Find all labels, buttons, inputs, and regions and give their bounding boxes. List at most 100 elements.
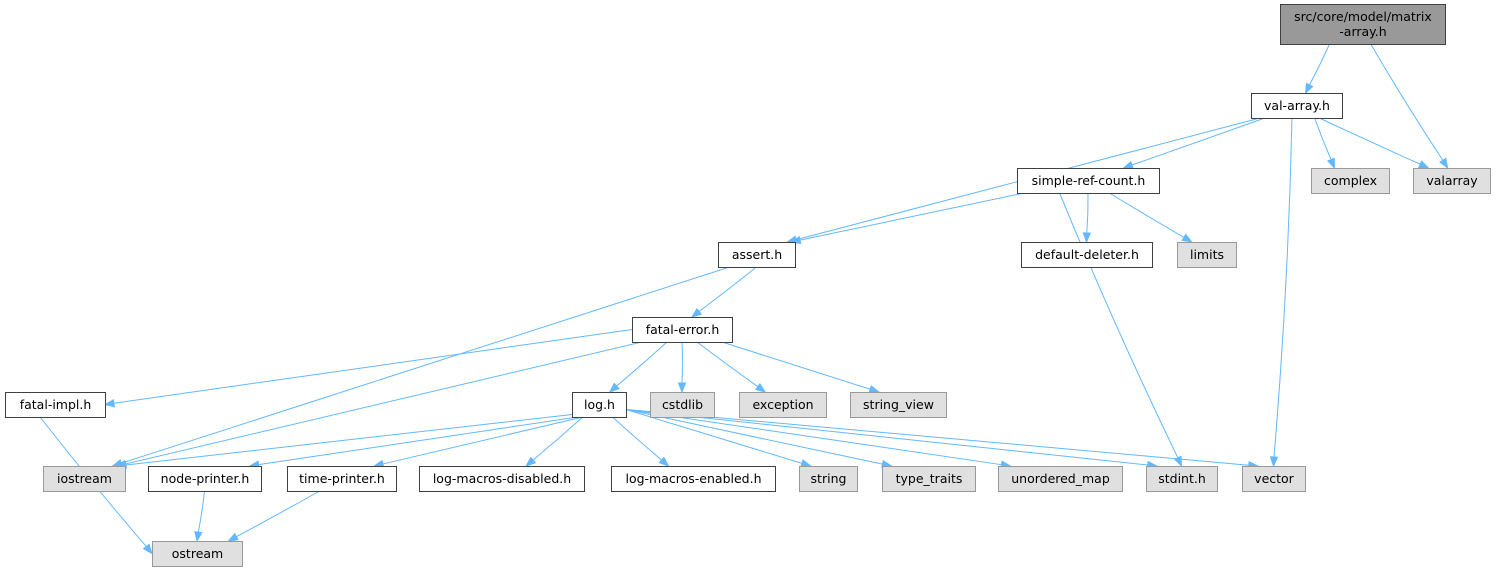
node-log-macros-disabled[interactable]: log-macros-disabled.h <box>419 466 585 492</box>
node-label: ostream <box>172 546 223 561</box>
header-nodes: src/core/model/matrix-array.h val-array.h… <box>5 4 1491 567</box>
edge-simple-ref-count-to-stdint <box>1059 192 1183 468</box>
node-vector: vector <box>1242 466 1306 492</box>
node-label: log-macros-disabled.h <box>433 471 571 486</box>
node-root[interactable]: src/core/model/matrix-array.h <box>1280 4 1446 45</box>
node-box <box>1146 466 1218 492</box>
node-box <box>1413 168 1491 194</box>
node-box <box>1017 168 1160 194</box>
edge-simple-ref-count-to-limits <box>1109 192 1193 243</box>
node-label: assert.h <box>732 247 782 262</box>
node-valarray: valarray <box>1413 168 1491 194</box>
node-box <box>1242 466 1306 492</box>
node-box <box>632 317 733 343</box>
edge-log-to-vector <box>625 409 1260 470</box>
edge-fatal-error-to-iostream <box>115 341 643 468</box>
node-fatal-impl[interactable]: fatal-impl.h <box>5 392 106 418</box>
node-node-printer[interactable]: node-printer.h <box>148 466 262 492</box>
edge-root-to-val-array <box>1304 43 1330 95</box>
edge-simple-ref-count-to-default-deleter <box>1082 192 1092 244</box>
node-label: fatal-error.h <box>646 322 720 337</box>
node-box <box>1280 4 1446 45</box>
node-label: -array.h <box>1339 24 1386 39</box>
node-type-traits: type_traits <box>882 466 976 492</box>
node-box <box>739 392 827 418</box>
dependency-edges <box>39 43 1449 555</box>
node-log-macros-enabled[interactable]: log-macros-enabled.h <box>611 466 776 492</box>
node-label: cstdlib <box>662 397 703 412</box>
node-label: unordered_map <box>1011 471 1110 486</box>
node-label: type_traits <box>896 471 963 486</box>
node-box <box>611 466 776 492</box>
edge-simple-ref-count-to-assert <box>789 192 1025 245</box>
node-iostream: iostream <box>43 466 126 492</box>
node-box <box>152 541 243 567</box>
edge-log-to-type-traits <box>625 409 893 469</box>
edge-fatal-error-to-fatal-impl <box>103 329 633 408</box>
node-default-deleter[interactable]: default-deleter.h <box>1021 242 1153 268</box>
node-label: time-printer.h <box>299 471 385 486</box>
node-label: limits <box>1190 247 1224 262</box>
node-box <box>882 466 976 492</box>
node-unordered-map: unordered_map <box>998 466 1123 492</box>
node-box <box>1311 168 1390 194</box>
node-label: vector <box>1254 471 1295 486</box>
node-limits: limits <box>1177 242 1237 268</box>
node-label: fatal-impl.h <box>20 397 92 412</box>
node-label: string <box>811 471 847 486</box>
edge-log-to-stdint <box>625 409 1159 470</box>
node-val-array[interactable]: val-array.h <box>1251 93 1343 119</box>
node-label: exception <box>752 397 813 412</box>
node-label: stdint.h <box>1158 471 1206 486</box>
node-stdint: stdint.h <box>1146 466 1218 492</box>
edge-log-to-log-macros-disabled <box>525 416 584 467</box>
node-label: simple-ref-count.h <box>1032 173 1146 188</box>
node-box <box>718 242 796 268</box>
edge-fatal-error-to-string-view <box>721 341 881 394</box>
edge-time-printer-to-ostream <box>227 490 320 542</box>
edge-val-array-to-vector <box>1269 117 1293 468</box>
node-box <box>998 466 1123 492</box>
edge-log-to-time-printer <box>372 416 583 468</box>
edge-val-array-to-simple-ref-count <box>1122 117 1265 169</box>
edge-val-array-to-valarray <box>1319 117 1430 169</box>
node-box <box>1251 93 1343 119</box>
node-box <box>1021 242 1153 268</box>
edge-assert-to-fatal-error <box>690 266 757 318</box>
edge-fatal-error-to-cstdlib <box>677 341 687 394</box>
edge-log-to-string <box>625 409 812 468</box>
node-string: string <box>799 466 858 492</box>
node-label: complex <box>1324 173 1377 188</box>
node-box <box>148 466 262 492</box>
node-label: src/core/model/matrix <box>1294 9 1432 24</box>
node-exception: exception <box>739 392 827 418</box>
node-simple-ref-count[interactable]: simple-ref-count.h <box>1017 168 1160 194</box>
node-log[interactable]: log.h <box>572 392 627 418</box>
node-time-printer[interactable]: time-printer.h <box>287 466 397 492</box>
node-fatal-error[interactable]: fatal-error.h <box>632 317 733 343</box>
edge-node-printer-to-ostream <box>194 490 205 543</box>
node-label: log.h <box>584 397 615 412</box>
edge-assert-to-iostream <box>111 266 730 468</box>
edge-val-array-to-complex <box>1314 117 1335 170</box>
node-box <box>5 392 106 418</box>
node-box <box>850 392 947 418</box>
node-string-view: string_view <box>850 392 947 418</box>
node-box <box>419 466 585 492</box>
node-box <box>650 392 715 418</box>
node-label: log-macros-enabled.h <box>625 471 761 486</box>
node-box <box>287 466 397 492</box>
node-box <box>1177 242 1237 268</box>
node-box <box>572 392 627 418</box>
edge-fatal-error-to-exception <box>696 341 767 393</box>
edge-log-to-node-printer <box>248 416 578 469</box>
node-ostream: ostream <box>152 541 243 567</box>
node-assert[interactable]: assert.h <box>718 242 796 268</box>
node-cstdlib: cstdlib <box>650 392 715 418</box>
edge-root-to-valarray <box>1370 43 1449 170</box>
node-label: string_view <box>863 397 934 412</box>
node-label: node-printer.h <box>161 471 250 486</box>
edge-fatal-error-to-log <box>608 341 668 393</box>
node-box <box>43 466 126 492</box>
